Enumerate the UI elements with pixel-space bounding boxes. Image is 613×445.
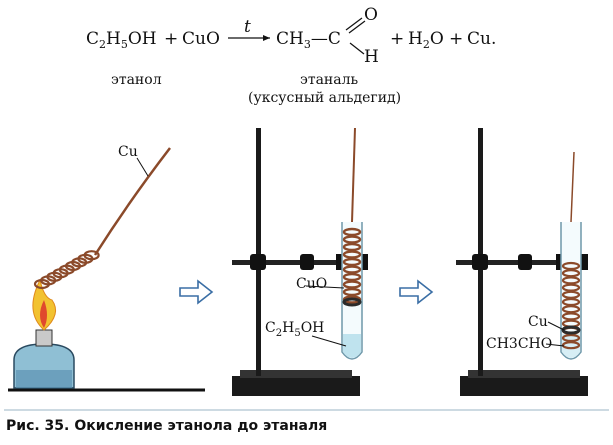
coil-turn	[342, 235, 362, 244]
arrow-condition: t	[244, 17, 251, 37]
reduced-copper-spiral	[561, 261, 581, 350]
stand-base	[232, 376, 360, 396]
coil-turn	[342, 272, 362, 282]
aldehyde-hydrogen: H	[364, 47, 379, 67]
water-formula: H2O	[408, 29, 444, 51]
cuo-leader-line	[305, 285, 345, 289]
ethanol-tube-label: C2H5OH	[265, 320, 324, 339]
coil-turn	[342, 242, 362, 252]
flame-core	[40, 300, 47, 328]
ethanol-liquid	[343, 334, 361, 358]
coil-turn	[561, 297, 581, 307]
cu-wire-label: Cu	[118, 144, 138, 160]
clamp-boss	[472, 254, 488, 270]
clamp-screw	[300, 254, 314, 270]
clamp-boss	[250, 254, 266, 270]
coil-turn	[561, 269, 581, 278]
oxidized-copper-spiral	[342, 227, 362, 307]
copper-spiral	[33, 250, 100, 290]
stand-rod	[478, 128, 483, 376]
coil-turn	[342, 250, 362, 259]
single-bond	[349, 42, 365, 55]
coil-turn	[561, 276, 581, 285]
step-arrow-2	[399, 279, 434, 305]
coil-turn	[561, 261, 581, 271]
coil-turn	[342, 280, 362, 289]
coil-turn	[561, 305, 581, 314]
ethanal-name: этаналь	[300, 72, 359, 88]
clamp-screw	[518, 254, 532, 270]
stand-base-top	[468, 370, 580, 378]
coil-turn	[561, 333, 581, 343]
double-bond-1	[345, 17, 363, 31]
double-bond-2	[348, 20, 366, 34]
coil-turn	[342, 265, 362, 274]
coil-turn	[83, 250, 100, 261]
coil-turn	[342, 257, 362, 267]
coil-turn	[342, 287, 362, 297]
reaction-equation: C2H5OH + CuO t CH3—C O H + H2O + Cu.	[86, 5, 496, 67]
panel-heating-wire: Cu	[8, 144, 205, 392]
cuo-label: CuO	[296, 276, 327, 292]
copper-oxide-formula: CuO	[182, 29, 220, 49]
lamp-wick-holder	[35, 329, 53, 347]
ethanal-alt-name: (уксусный альдегид)	[248, 90, 401, 106]
stand-base	[460, 376, 588, 396]
plus-sign: +	[449, 29, 463, 49]
wire-handle	[570, 151, 575, 223]
acetaldehyde-leader-line	[545, 343, 565, 347]
stand-base-top	[240, 370, 352, 378]
stand-rod	[256, 128, 261, 376]
cu-tube-label: Cu	[528, 314, 548, 330]
plus-sign: +	[390, 29, 404, 49]
ethanal-formula: CH3—C	[276, 29, 341, 51]
aldehyde-oxygen: O	[364, 5, 378, 25]
acetaldehyde-label: CH3CHO	[486, 336, 552, 352]
coil-turn	[561, 290, 581, 299]
step-arrow-1	[179, 279, 214, 305]
wire-handle	[351, 127, 356, 223]
reaction-arrow-head	[263, 35, 270, 41]
coil-turn	[561, 312, 581, 321]
spirit-lamp-fuel	[16, 370, 72, 388]
ethanol-name: этанол	[111, 72, 162, 88]
coil-turn	[342, 227, 362, 237]
panel-oxide-in-ethanol: CuO C2H5OH	[232, 127, 368, 396]
ethanol-formula: C2H5OH	[86, 29, 157, 51]
plus-sign: +	[164, 29, 178, 49]
coil-turn	[561, 283, 581, 292]
figure-caption: Рис. 35.Окисление этанола до этаналя	[6, 418, 327, 434]
cu-tube-leader-line	[547, 321, 565, 331]
coil-turn	[561, 341, 581, 350]
cu-leader-line	[136, 157, 149, 177]
panel-reduced-copper: Cu CH3CHO	[456, 128, 588, 396]
stand-clamp-arm	[232, 260, 350, 265]
copper-formula: Cu.	[467, 29, 496, 49]
copper-wire	[93, 147, 171, 256]
oxide-layer	[342, 297, 362, 307]
stand-clamp-arm	[456, 260, 574, 265]
ethanol-leader-line	[311, 335, 347, 347]
